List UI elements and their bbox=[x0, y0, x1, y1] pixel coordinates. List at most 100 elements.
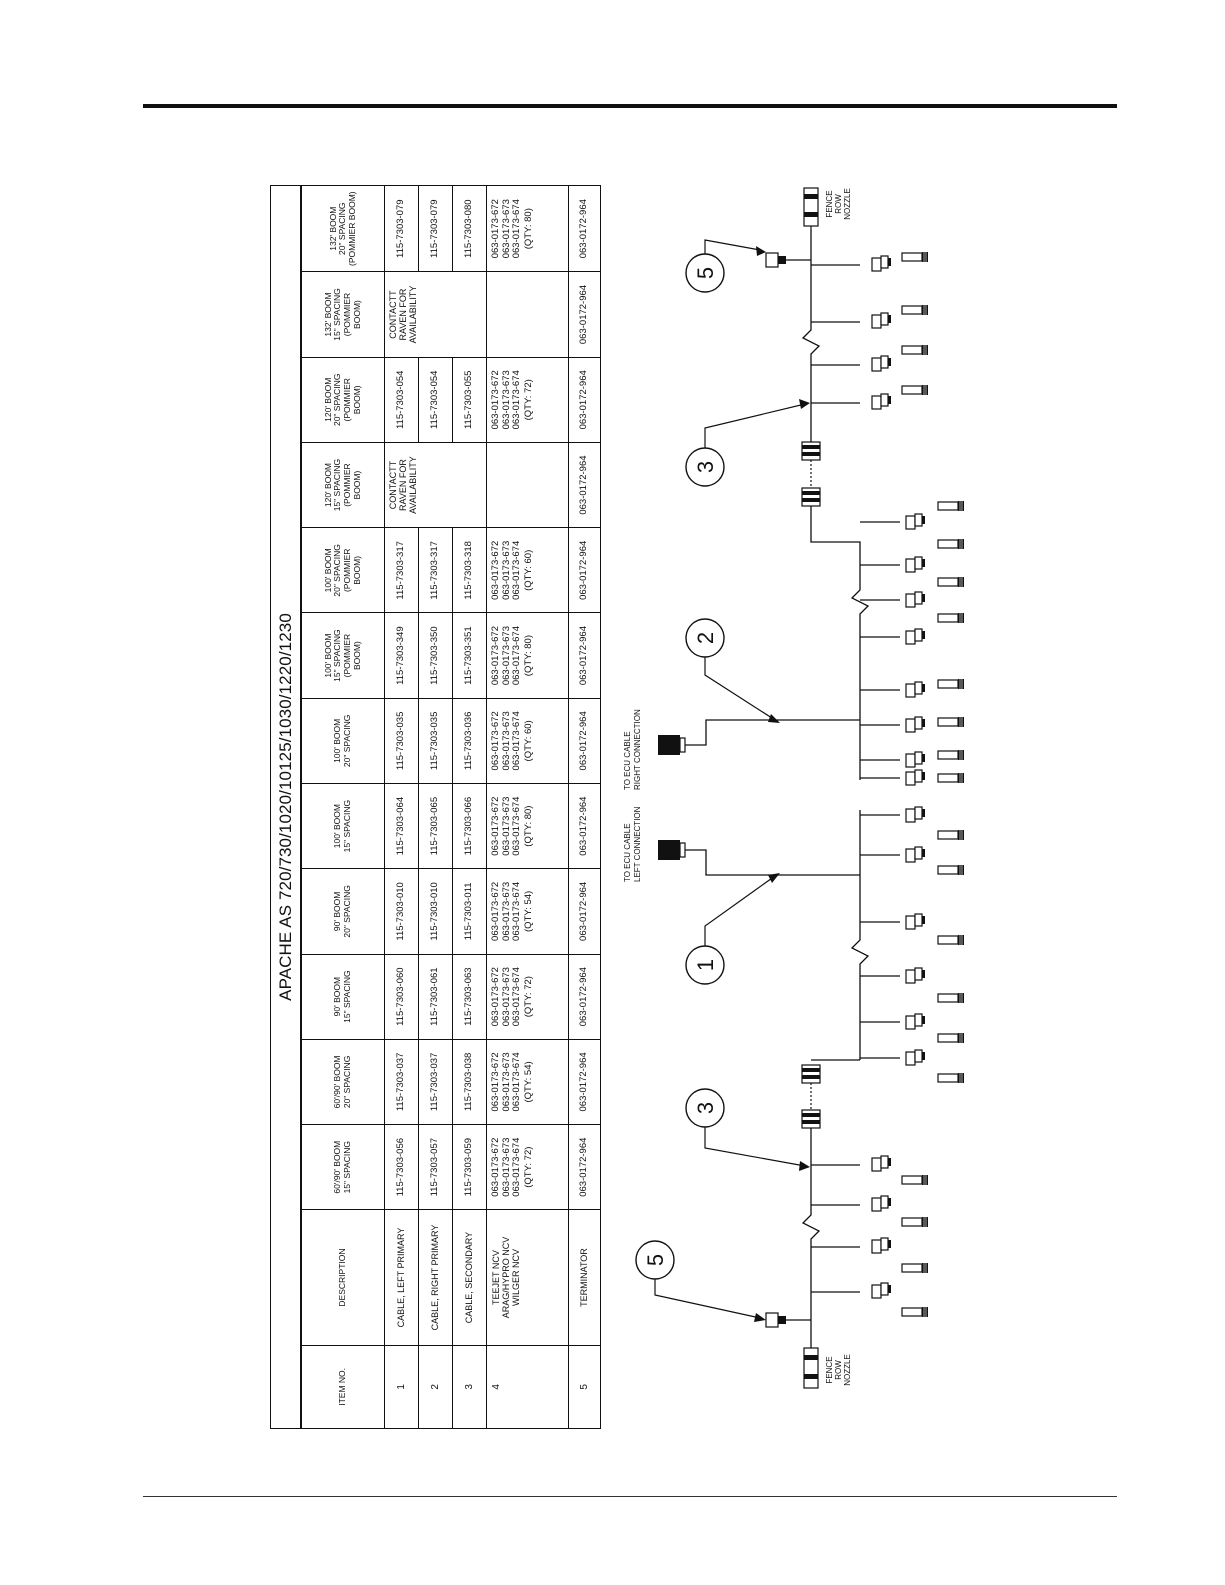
fence-row-label: FENCEROWNOZZLE bbox=[825, 188, 852, 220]
ecu-right-label: TO ECU CABLERIGHT CONNECTION bbox=[623, 709, 642, 790]
table-title: APACHE AS 720/730/1020/10125/1030/1220/1… bbox=[270, 185, 301, 1429]
right-primary-cable-trunk bbox=[810, 506, 870, 780]
part-number-cell: 115-7303-079 bbox=[384, 185, 419, 272]
svg-text:3: 3 bbox=[693, 1102, 718, 1114]
callout-item-5: 5 bbox=[685, 239, 766, 293]
part-number-cell: 115-7303-349 bbox=[384, 612, 419, 699]
nozzle-branch-group bbox=[860, 500, 965, 786]
svg-text:2: 2 bbox=[693, 632, 718, 644]
part-number-cell: 115-7303-061 bbox=[418, 954, 453, 1040]
part-number-cell: 115-7303-060 bbox=[384, 954, 419, 1040]
part-number-cell: 115-7303-057 bbox=[418, 1124, 453, 1210]
part-number-cell: 115-7303-080 bbox=[452, 185, 487, 272]
part-number-cell: 063-0172-964 bbox=[568, 783, 601, 869]
table-row: 2 CABLE, RIGHT PRIMARY 115-7303-057 115-… bbox=[418, 185, 453, 1429]
description-cell: CABLE, SECONDARY bbox=[452, 1209, 487, 1346]
fence-row-label: FENCEROWNOZZLE bbox=[825, 1354, 852, 1386]
part-number-cell: 115-7303-317 bbox=[418, 527, 453, 613]
callout-item-3: 3 bbox=[685, 1088, 810, 1171]
left-primary-cable-trunk bbox=[850, 810, 870, 1060]
part-number-cell: 063-0172-964 bbox=[568, 527, 601, 613]
table-row: 5 TERMINATOR 063-0172-964 063-0172-964 0… bbox=[568, 185, 601, 1429]
part-number-cell: 115-7303-010 bbox=[418, 868, 453, 955]
part-number-cell: 063-0172-964 bbox=[568, 1039, 601, 1125]
secondary-cable-trunk bbox=[801, 230, 821, 442]
svg-text:5: 5 bbox=[643, 1254, 668, 1266]
part-number-cell: 115-7303-066 bbox=[452, 783, 487, 869]
callout-item-5: 5 bbox=[635, 1240, 766, 1322]
header-item-no: ITEM NO. bbox=[301, 1345, 385, 1429]
description-cell: TERMINATOR bbox=[568, 1209, 601, 1346]
footer-rule bbox=[143, 1496, 1117, 1497]
part-number-cell: 115-7303-037 bbox=[418, 1039, 453, 1125]
part-number-cell: 063-0172-964 bbox=[568, 1124, 601, 1210]
header-rule bbox=[143, 104, 1117, 108]
empty-cell bbox=[486, 442, 569, 528]
part-number-cell: 063-0172-964 bbox=[568, 357, 601, 443]
svg-text:3: 3 bbox=[693, 461, 718, 473]
cable-connector bbox=[801, 487, 821, 507]
callout-item-1: 1 bbox=[685, 873, 780, 985]
callout-item-2: 2 bbox=[685, 618, 780, 723]
cable-connector bbox=[801, 1064, 821, 1084]
part-number-cell: 115-7303-011 bbox=[452, 868, 487, 955]
ecu-plug-icon bbox=[657, 839, 686, 861]
part-number-cell: 115-7303-056 bbox=[384, 1124, 419, 1210]
item-no-cell: 1 bbox=[384, 1345, 419, 1429]
cable-connector bbox=[801, 1109, 821, 1129]
part-number-cell: 115-7303-064 bbox=[384, 783, 419, 869]
part-number-cell: 063-0172-964 bbox=[568, 954, 601, 1040]
part-number-cell: 115-7303-038 bbox=[452, 1039, 487, 1125]
secondary-cable-trunk bbox=[801, 1128, 821, 1350]
part-number-cell: 115-7303-079 bbox=[418, 185, 453, 272]
fence-row-nozzle-bottom bbox=[803, 1347, 819, 1389]
part-number-cell: 115-7303-010 bbox=[384, 868, 419, 955]
part-number-cell: 063-0172-964 bbox=[568, 271, 601, 358]
wiring-diagram: FENCEROWNOZZLE TO ECU CABLERIGHT CONNECT… bbox=[623, 187, 965, 1389]
svg-text:5: 5 bbox=[693, 267, 718, 279]
callout-item-3: 3 bbox=[685, 399, 810, 487]
part-number-cell: 115-7303-351 bbox=[452, 612, 487, 699]
nozzle-branch-group bbox=[811, 1155, 929, 1318]
part-number-cell: 063-0172-964 bbox=[568, 612, 601, 699]
part-number-cell: 115-7303-350 bbox=[418, 612, 453, 699]
empty-cell bbox=[486, 271, 569, 358]
cable-connector bbox=[801, 441, 821, 461]
part-number-cell: 115-7303-065 bbox=[418, 783, 453, 869]
part-number-cell: 115-7303-036 bbox=[452, 698, 487, 784]
part-number-cell: 063-0172-964 bbox=[568, 442, 601, 528]
part-number-cell: 115-7303-318 bbox=[452, 527, 487, 613]
part-number-cell: 115-7303-054 bbox=[384, 357, 419, 443]
ecu-plug-icon bbox=[657, 734, 686, 756]
part-number-cell: 063-0172-964 bbox=[568, 185, 601, 272]
part-number-cell: 115-7303-035 bbox=[384, 698, 419, 784]
part-number-cell: 115-7303-054 bbox=[418, 357, 453, 443]
part-number-cell: 115-7303-037 bbox=[384, 1039, 419, 1125]
terminator-icon bbox=[765, 252, 811, 268]
part-number-cell: 115-7303-059 bbox=[452, 1124, 487, 1210]
table-row: 3 CABLE, SECONDARY 115-7303-059 115-7303… bbox=[452, 185, 487, 1429]
